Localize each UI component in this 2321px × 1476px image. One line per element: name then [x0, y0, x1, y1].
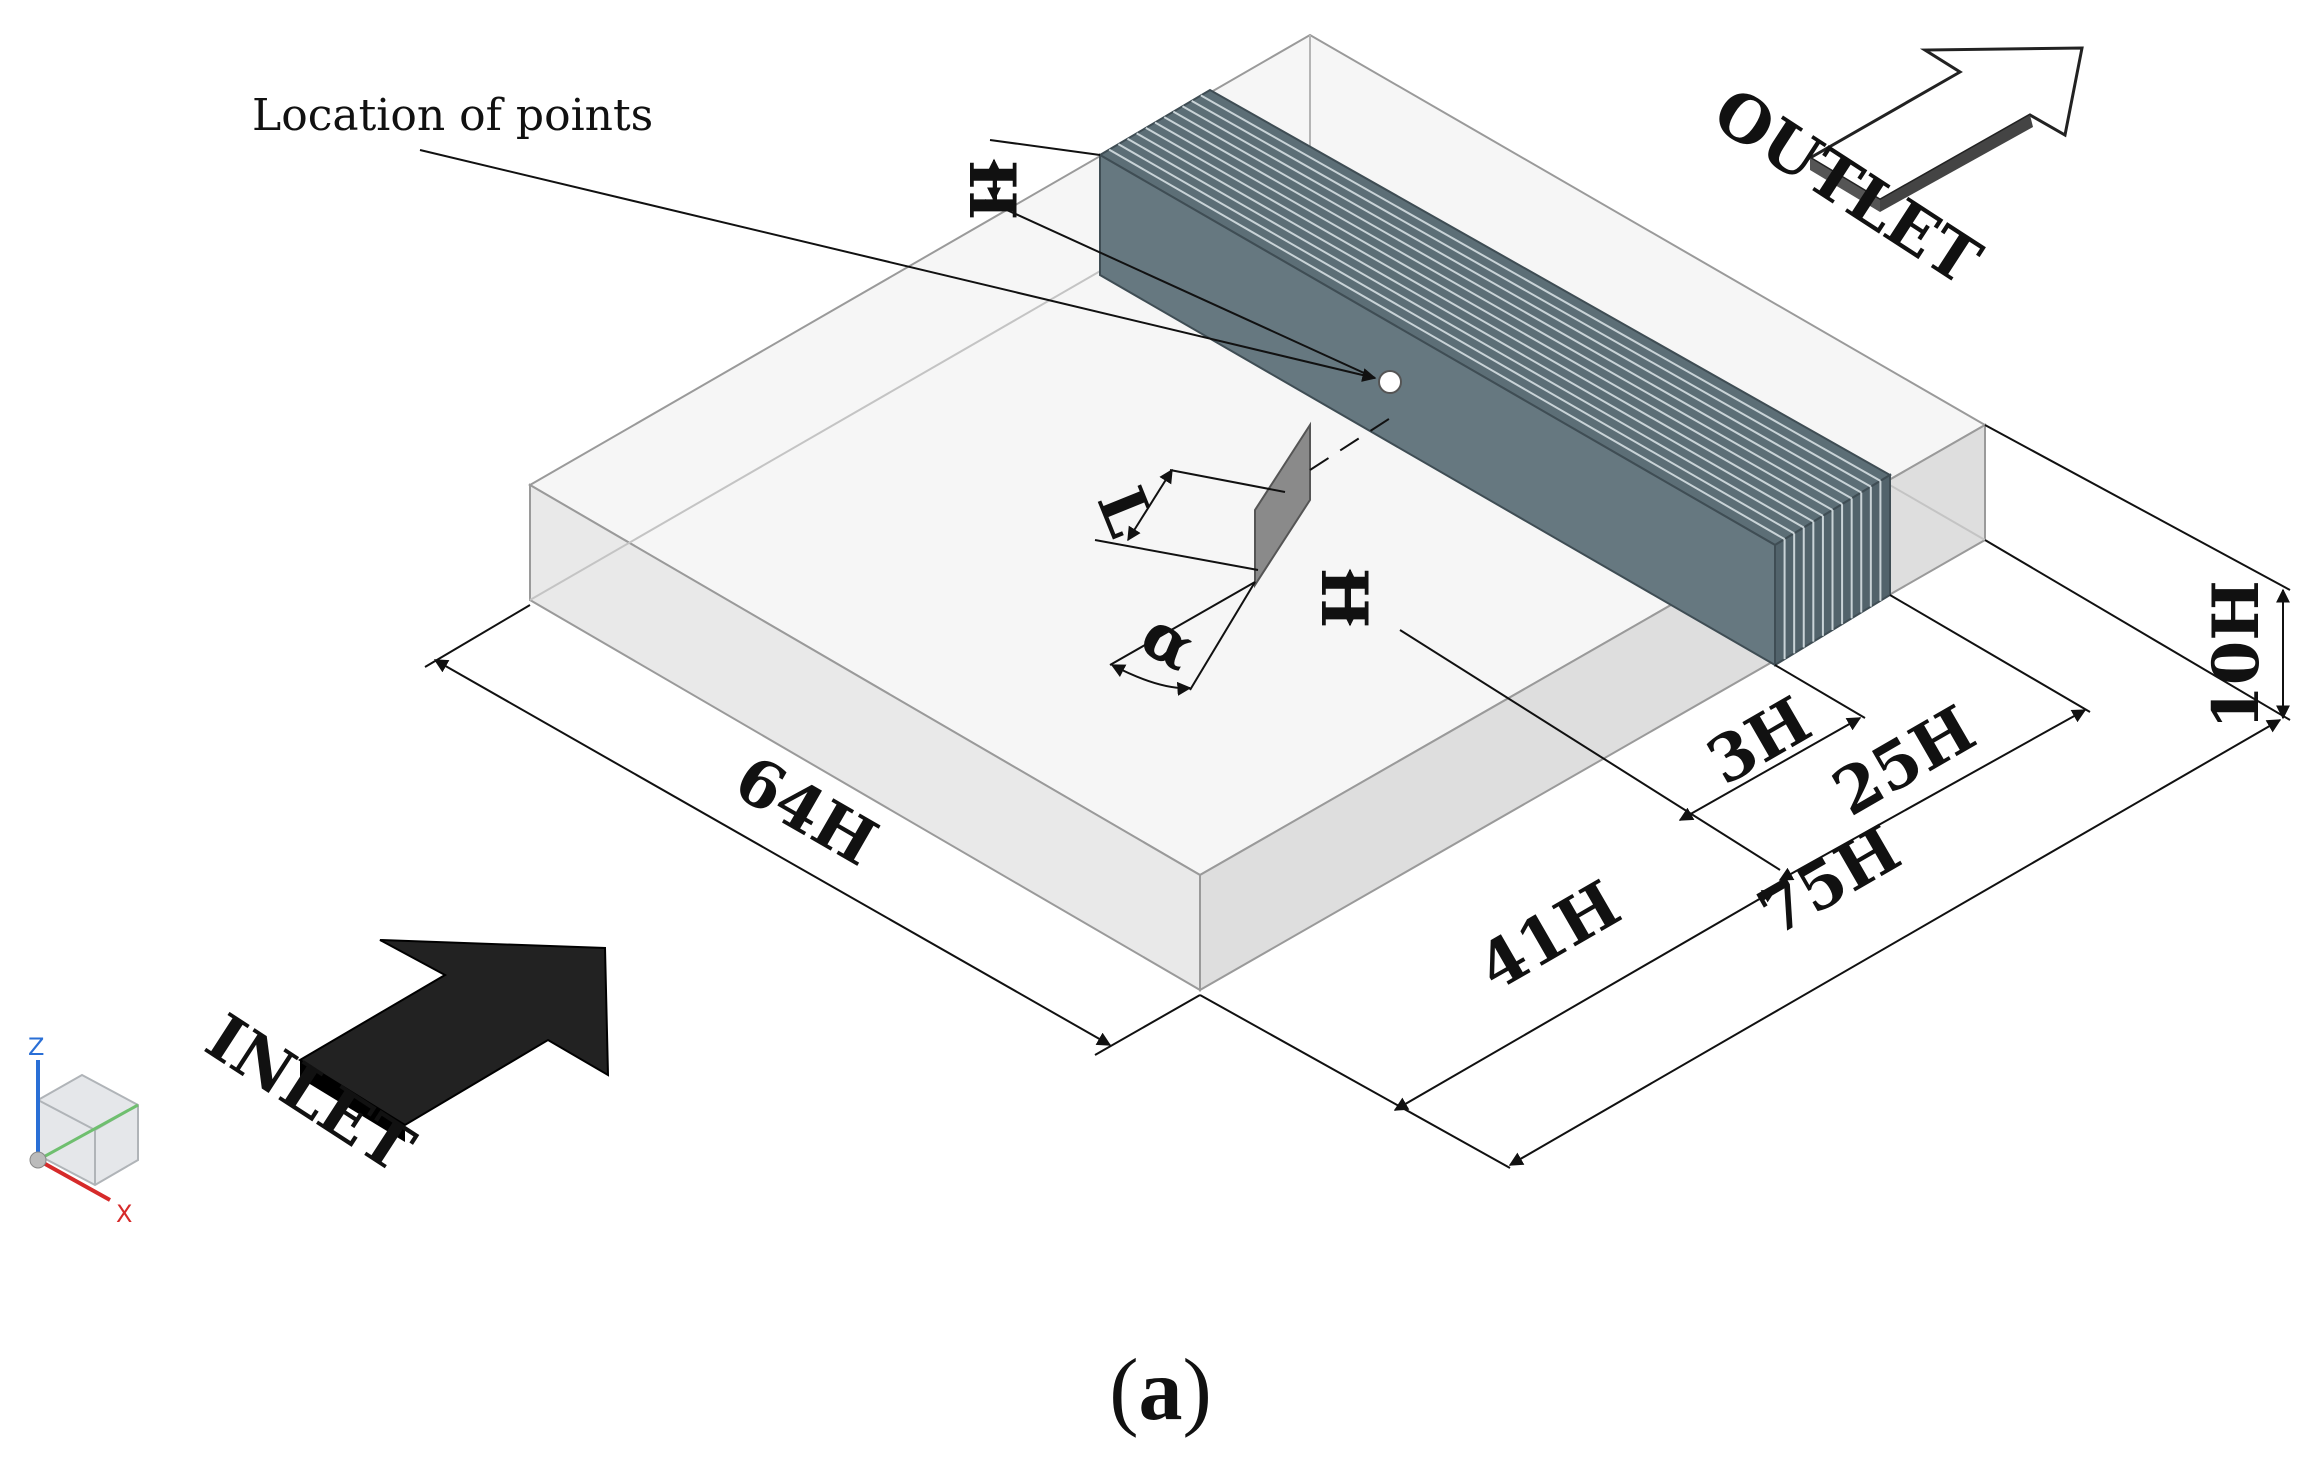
dim-h-plate: H	[1306, 568, 1381, 628]
probe-point	[1378, 370, 1402, 394]
inlet-arrow: INLET	[193, 939, 610, 1188]
location-label: Location of points	[252, 90, 653, 141]
dim-3h-label: 3H	[1695, 683, 1823, 800]
figure-caption: (a)	[1109, 1342, 1212, 1439]
dim-75h-label: 75H	[1746, 812, 1913, 952]
dim-10h: 10H	[1984, 424, 2291, 730]
x-axis-line	[37, 1158, 111, 1202]
dim-h-top: H	[954, 139, 1376, 379]
dim-41h-label: 41H	[1466, 867, 1633, 1007]
dim-10h-label: 10H	[2199, 580, 2274, 730]
vortex-generator	[1254, 414, 1396, 589]
z-axis-label: Z	[28, 1033, 44, 1061]
x-axis-label: X	[116, 1200, 132, 1228]
dim-h-plate-label: H	[1306, 568, 1381, 628]
dim-h-top-label: H	[954, 160, 1029, 220]
outlet-arrow: OUTLET	[1700, 46, 2084, 300]
axis-triad: Z X	[28, 1033, 139, 1228]
leader-line	[419, 149, 1377, 382]
